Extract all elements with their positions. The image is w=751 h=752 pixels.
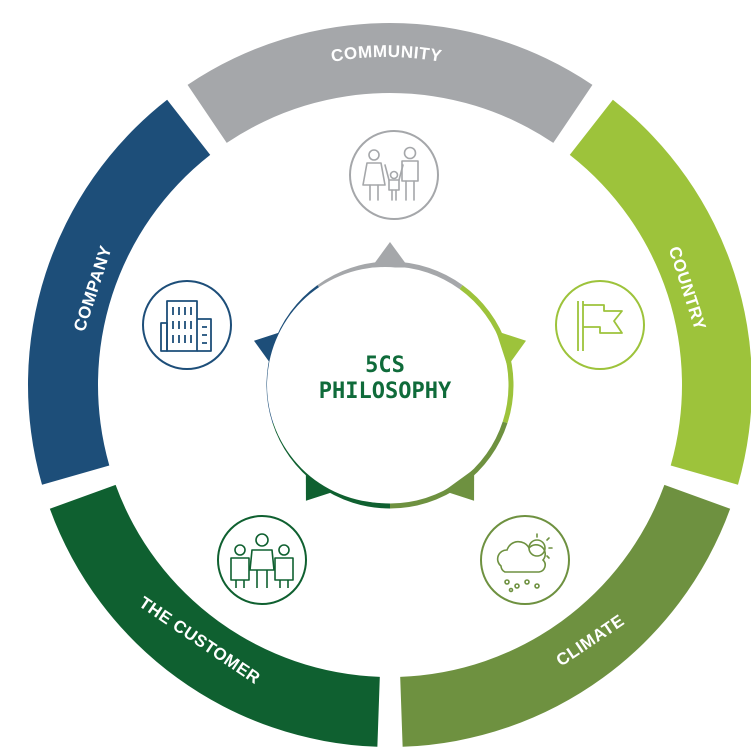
building-icon bbox=[142, 280, 232, 370]
segment-climate bbox=[400, 484, 731, 747]
segment-customer bbox=[49, 484, 380, 747]
hub-pointer-community bbox=[371, 242, 409, 268]
weather-icon bbox=[480, 515, 570, 605]
segment-community bbox=[187, 22, 593, 143]
hub-pointer-climate bbox=[444, 469, 475, 501]
outer-ring bbox=[27, 22, 751, 747]
people-icon bbox=[217, 515, 307, 605]
segment-company bbox=[27, 99, 211, 485]
hub-pointer-country bbox=[496, 330, 527, 367]
family-icon bbox=[349, 130, 439, 220]
center-title-line2: PHILOSOPHY bbox=[319, 379, 452, 404]
center-hub bbox=[267, 267, 503, 503]
center-title-line1: 5CS bbox=[365, 353, 405, 378]
segment-country bbox=[569, 99, 751, 485]
flag-icon bbox=[555, 280, 645, 370]
segment-label-community: COMMUNITY bbox=[330, 42, 444, 66]
